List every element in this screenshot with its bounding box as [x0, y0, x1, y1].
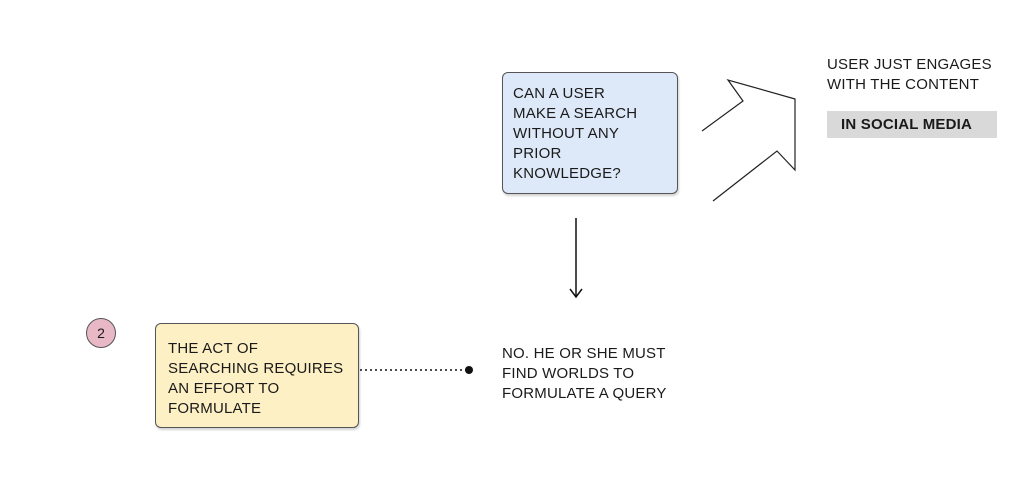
large-right-arrow: [701, 78, 796, 202]
step-number-badge: 2: [86, 318, 116, 348]
effort-sticky-note[interactable]: THE ACT OF SEARCHING REQUIRES AN EFFORT …: [155, 323, 359, 428]
connector-end-dot: [465, 366, 473, 374]
answer-note: NO. HE OR SHE MUST FIND WORLDS TO FORMUL…: [502, 345, 667, 402]
down-arrowhead: [569, 288, 583, 299]
question-sticky-note[interactable]: CAN A USER MAKE A SEARCH WITHOUT ANY PRI…: [502, 72, 678, 194]
engagement-note: USER JUST ENGAGES WITH THE CONTENT: [827, 56, 992, 93]
social-media-tag: IN SOCIAL MEDIA: [827, 111, 997, 138]
